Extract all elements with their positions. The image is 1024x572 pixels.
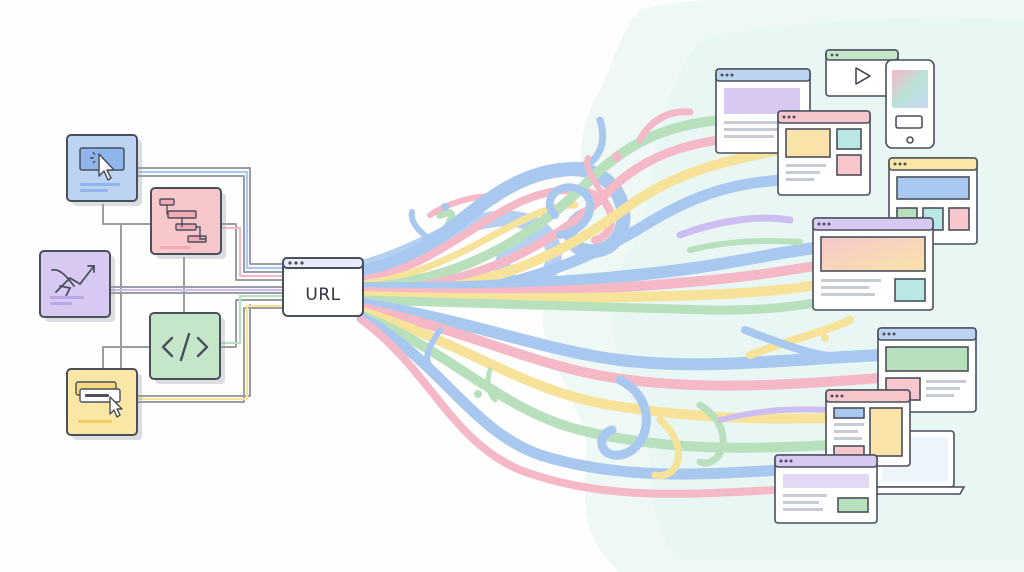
code-tile [149, 312, 225, 384]
cursor-click-icon [79, 147, 125, 192]
browser-window-2 [777, 110, 871, 196]
click-button-tile [66, 368, 142, 440]
play-icon [855, 67, 871, 85]
browser-window-icon [288, 261, 304, 265]
flowchart-icon [159, 198, 207, 249]
trend-arrows-icon [50, 265, 95, 305]
video-player-window [825, 49, 899, 97]
color-streams [354, 108, 886, 498]
flowchart-tile [150, 187, 226, 259]
splash-dots [441, 152, 829, 398]
cursor-click-tile [66, 134, 142, 206]
connector-lines [102, 167, 285, 403]
source-tiles [39, 134, 226, 440]
browser-window-7 [774, 454, 878, 524]
url-label: URL [305, 285, 340, 305]
browser-window-4 [812, 217, 934, 311]
phone-icon [906, 136, 914, 144]
output-screens [715, 49, 978, 524]
laptop-icon [864, 486, 966, 495]
mobile-phone [885, 59, 935, 149]
pointer-on-button-icon [75, 381, 123, 423]
analytics-tile [39, 250, 115, 322]
url-node: URL [282, 257, 364, 317]
code-brackets-icon [161, 332, 209, 362]
